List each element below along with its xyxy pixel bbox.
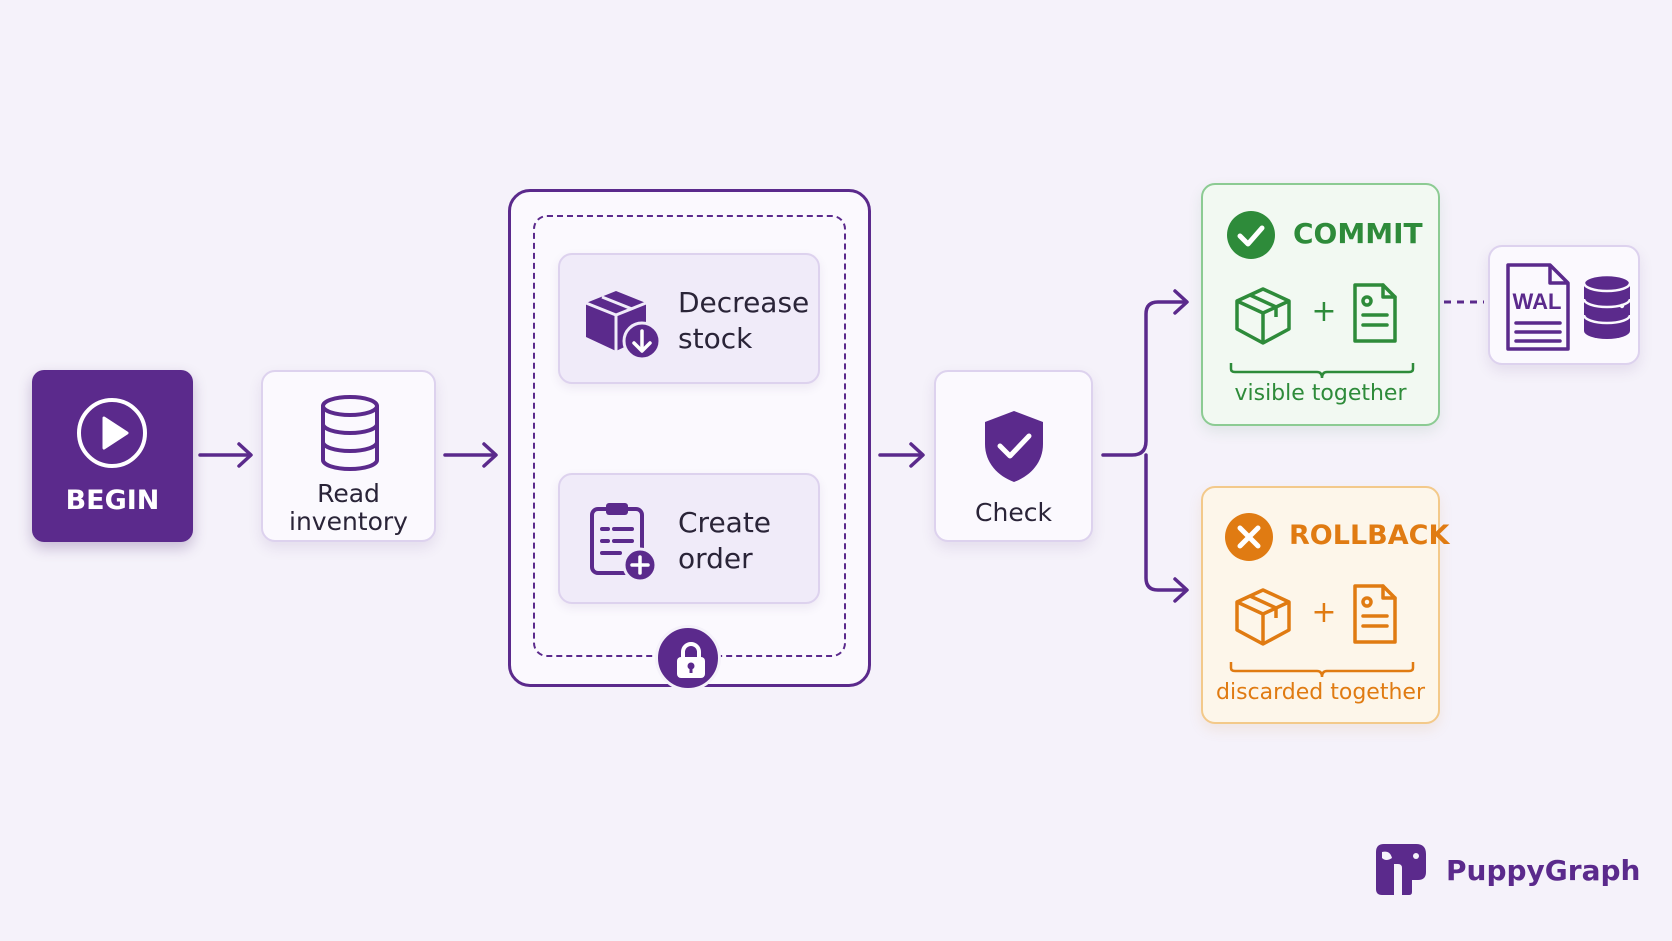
edge-check-branch xyxy=(1101,289,1189,603)
puppy-logo-icon xyxy=(1376,844,1426,895)
edge-read-to-transaction xyxy=(443,442,498,468)
rollback-plus: + xyxy=(1311,595,1337,630)
shield-check-icon xyxy=(985,411,1043,482)
commit-node: COMMIT + visible together xyxy=(1201,183,1440,426)
wal-document-icon: WAL xyxy=(1506,263,1570,351)
database-icon xyxy=(1582,273,1632,339)
wal-label: WAL xyxy=(1513,289,1562,314)
begin-node: BEGIN xyxy=(32,370,193,542)
commit-title: COMMIT xyxy=(1293,217,1423,250)
document-icon xyxy=(1353,283,1397,343)
box-down-arrow-icon xyxy=(585,291,662,361)
database-icon xyxy=(321,395,379,471)
check-node: Check xyxy=(934,370,1093,542)
commit-grouping-brace xyxy=(1229,363,1415,379)
rollback-grouping-brace xyxy=(1229,662,1415,678)
rollback-title: ROLLBACK xyxy=(1289,520,1450,551)
rollback-node: ROLLBACK + discarded together xyxy=(1201,486,1449,724)
box-icon xyxy=(1235,287,1291,345)
play-circle-icon xyxy=(77,398,147,468)
padlock-icon xyxy=(677,642,705,678)
box-icon xyxy=(1235,588,1291,646)
lock-badge xyxy=(655,625,721,691)
puppygraph-logo: PuppyGraph xyxy=(1372,842,1640,896)
edge-begin-to-read xyxy=(198,442,253,468)
clipboard-plus-icon xyxy=(590,503,658,583)
document-icon xyxy=(1353,584,1397,644)
rollback-caption: discarded together xyxy=(1216,680,1425,705)
logo-wordmark: PuppyGraph xyxy=(1446,854,1641,887)
edge-transaction-to-check xyxy=(878,442,925,468)
commit-caption: visible together xyxy=(1234,381,1407,406)
check-circle-icon xyxy=(1227,211,1275,259)
check-label: Check xyxy=(975,498,1052,527)
x-circle-icon xyxy=(1225,513,1273,561)
begin-label: BEGIN xyxy=(65,485,160,516)
commit-plus: + xyxy=(1311,294,1337,329)
wal-node: WAL xyxy=(1488,245,1640,365)
